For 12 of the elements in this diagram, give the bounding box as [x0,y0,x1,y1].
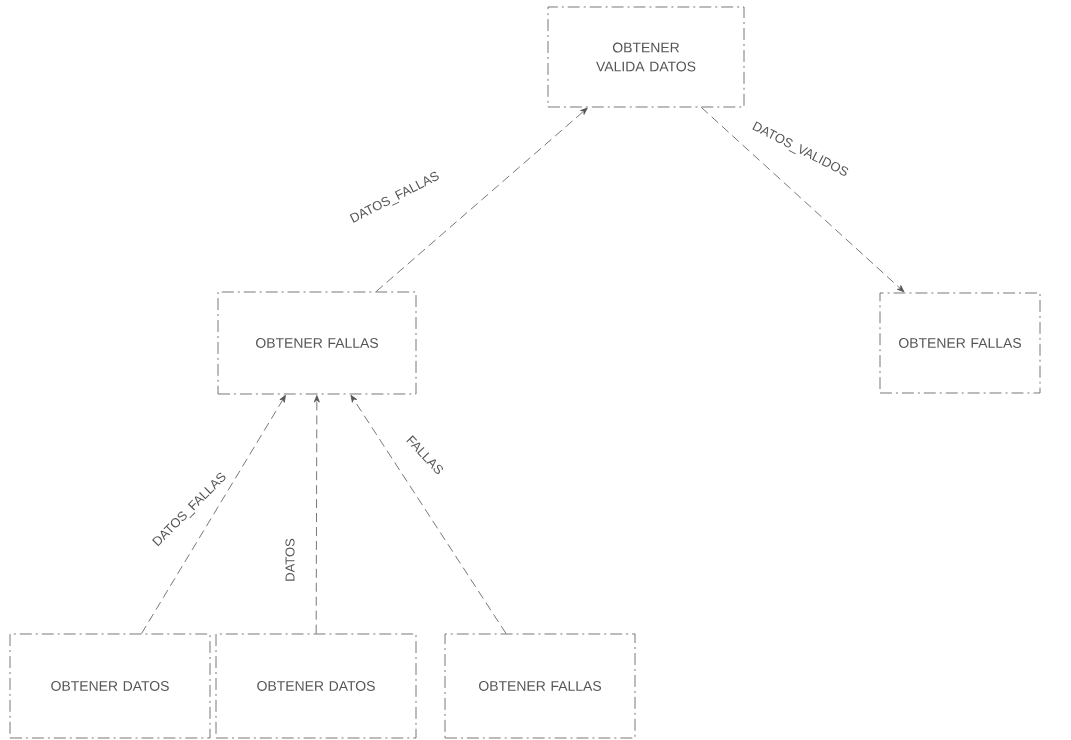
process-box: OBTENER DATOS [215,633,417,739]
process-box: OBTENER FALLAS [217,291,417,395]
edge-label: DATOS [284,537,296,583]
arrow [350,394,507,634]
process-box: OBTENER DATOS [9,633,211,739]
process-box: OBTENER VALIDA DATOS [547,6,745,108]
arrow [141,394,286,634]
process-box: OBTENER FALLAS [444,633,636,739]
process-box: OBTENER FALLAS [879,292,1041,394]
arrow [313,395,320,634]
arrow [375,107,588,292]
arrow [700,107,905,293]
